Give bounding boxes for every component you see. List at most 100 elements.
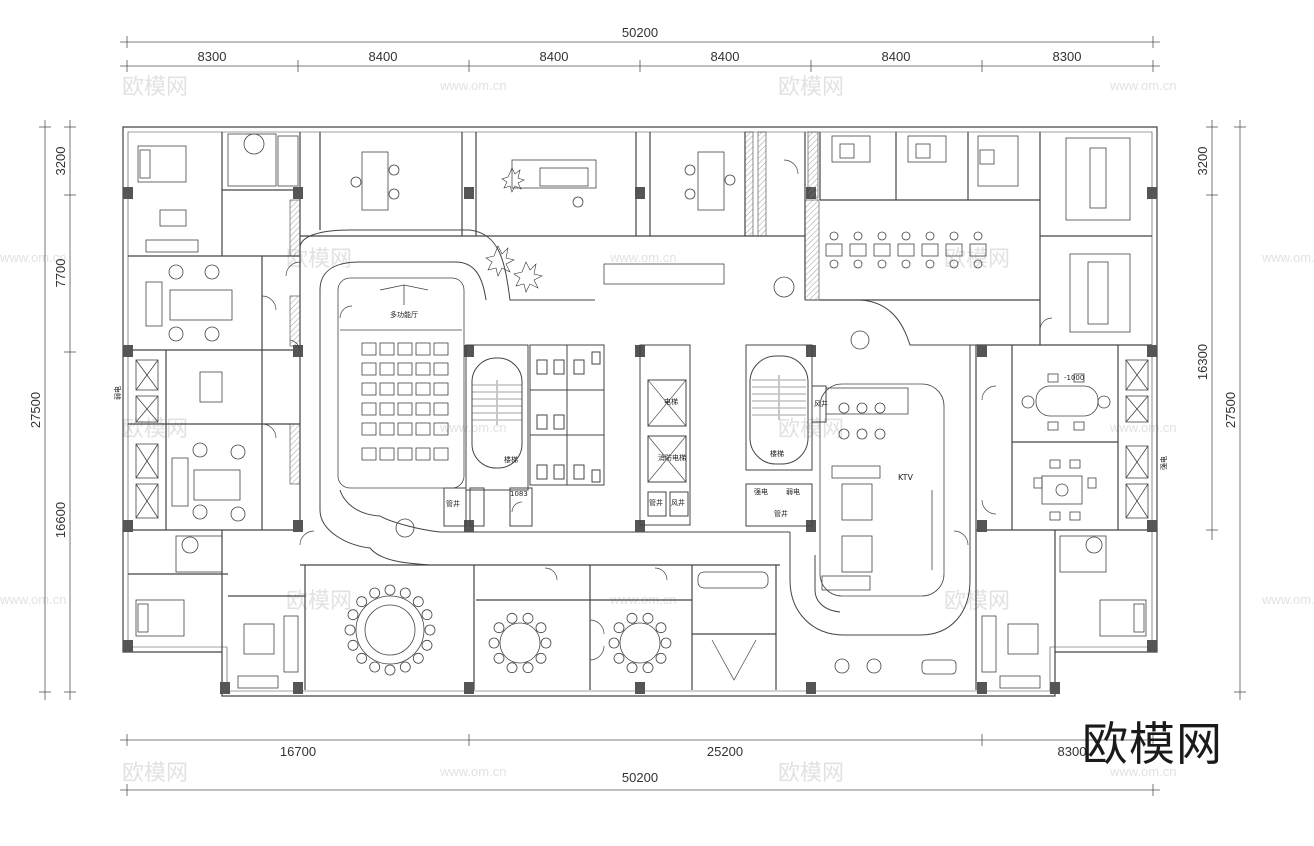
dim-top-seg: 8300	[1053, 49, 1082, 64]
banquet-chair	[613, 652, 625, 664]
dim-right-seg: 3200	[1195, 147, 1210, 176]
watermark-url: www.om.cn	[1109, 78, 1176, 93]
partitions-hatched	[289, 131, 820, 485]
level-label: -1000	[1064, 374, 1084, 382]
banquet-chair	[399, 587, 411, 599]
dim-left-seg: 16600	[53, 502, 68, 538]
watermark-url: www.om.cn	[1109, 420, 1176, 435]
banquet-chairs	[344, 584, 672, 676]
banquet-chair	[412, 596, 424, 608]
columns	[123, 187, 1157, 694]
dim-bottom-seg: 25200	[707, 744, 743, 759]
banquet-chair	[642, 662, 654, 674]
banquet-chair	[506, 612, 518, 624]
dimension-texts: 50200 8300 8400 8400 8400 8400 8300 1670…	[28, 25, 1238, 785]
banquet-chair	[660, 637, 672, 649]
dim-left-seg: 7700	[53, 259, 68, 288]
banquet-chair	[535, 622, 547, 634]
watermark-text: 欧模网	[122, 761, 188, 786]
room-labels: 多功能厅 KTV -1000 楼梯 楼梯 电梯 消防电梯 管井 风井 管井 强电…	[113, 310, 1168, 518]
banquet-chair	[493, 652, 505, 664]
dimension-lines	[39, 36, 1246, 796]
dim-top-seg: 8400	[882, 49, 911, 64]
watermark-url: www.om.cn	[439, 420, 506, 435]
banquet-chair	[626, 662, 638, 674]
banquet-chair	[356, 596, 368, 608]
banquet-chair	[535, 652, 547, 664]
watermark-url: www.om.cn	[0, 250, 66, 265]
banquet-chair	[421, 609, 433, 621]
dim-bottom-seg: 16700	[280, 744, 316, 759]
dim-top-seg: 8300	[198, 49, 227, 64]
dim-right-seg: 16300	[1195, 344, 1210, 380]
watermark-text: 欧模网	[778, 417, 844, 442]
lecture-label: 多功能厅	[390, 310, 418, 319]
dim-left-total: 27500	[28, 392, 43, 428]
watermark-text: 欧模网	[286, 589, 352, 614]
banquet-chair	[655, 622, 667, 634]
watermark-text: 欧模网	[122, 417, 188, 442]
banquet-chair	[488, 637, 500, 649]
banquet-chair	[424, 624, 436, 636]
walls	[122, 126, 1158, 697]
stair-label: 楼梯	[504, 455, 518, 464]
shaft-label: 强电	[1159, 456, 1168, 470]
shaft-label: 管井	[649, 498, 663, 507]
fire-elevator-label: 消防电梯	[658, 453, 686, 462]
shaft-label: 弱电	[113, 386, 122, 400]
banquet-chair	[493, 622, 505, 634]
banquet-chair	[369, 661, 381, 673]
banquet-chair	[655, 652, 667, 664]
watermark-text: 欧模网	[122, 75, 188, 100]
elevator-label: 电梯	[664, 397, 678, 406]
dim-left-seg: 3200	[53, 147, 68, 176]
banquet-chair	[369, 587, 381, 599]
banquet-chair	[613, 622, 625, 634]
banquet-chair	[608, 637, 620, 649]
banquet-chair	[356, 652, 368, 664]
room-number-label: 1083	[510, 490, 528, 498]
ktv-label: KTV	[898, 473, 914, 482]
dim-top-seg: 8400	[369, 49, 398, 64]
watermark-text: 欧模网	[944, 589, 1010, 614]
watermark-url: www.om.cn	[1109, 764, 1176, 779]
banquet-chair	[412, 652, 424, 664]
shaft-label: 风井	[814, 399, 828, 408]
doors	[261, 159, 1053, 681]
furniture	[135, 133, 1149, 689]
banquet-chair	[506, 662, 518, 674]
dim-top-total: 50200	[622, 25, 658, 40]
watermarks: 欧模网 www.om.cn 欧模网 www.om.cn www.om.cn 欧模…	[0, 75, 1314, 786]
corridor	[299, 229, 976, 636]
banquet-chair	[384, 584, 396, 596]
dim-right-total: 27500	[1223, 392, 1238, 428]
watermark-text: 欧模网	[778, 761, 844, 786]
shaft-label: 管井	[446, 499, 460, 508]
banquet-chair	[642, 612, 654, 624]
shaft-label: 强电	[754, 487, 768, 496]
dim-bottom-total: 50200	[622, 770, 658, 785]
watermark-url: www.om.cn	[609, 250, 676, 265]
shaft-label: 风井	[671, 498, 685, 507]
dim-bottom-seg: 8300	[1058, 744, 1087, 759]
banquet-chair	[626, 612, 638, 624]
shaft-label: 管井	[774, 509, 788, 518]
banquet-chair	[540, 637, 552, 649]
banquet-chair	[421, 639, 433, 651]
banquet-chair	[399, 661, 411, 673]
watermark-url: www.om.cn	[439, 78, 506, 93]
brand-logo-text: 欧模网	[1082, 717, 1223, 771]
banquet-chair	[384, 664, 396, 676]
dim-top-seg: 8400	[540, 49, 569, 64]
dim-top-seg: 8400	[711, 49, 740, 64]
watermark-url: www.om.cn	[1261, 592, 1314, 607]
plants	[485, 167, 543, 293]
watermark-text: 欧模网	[778, 75, 844, 100]
banquet-chair	[522, 612, 534, 624]
core	[443, 344, 827, 527]
watermark-url: www.om.cn	[0, 592, 66, 607]
stair-label: 楼梯	[770, 449, 784, 458]
banquet-chair	[347, 609, 359, 621]
banquet-chair	[344, 624, 356, 636]
banquet-chair	[347, 639, 359, 651]
